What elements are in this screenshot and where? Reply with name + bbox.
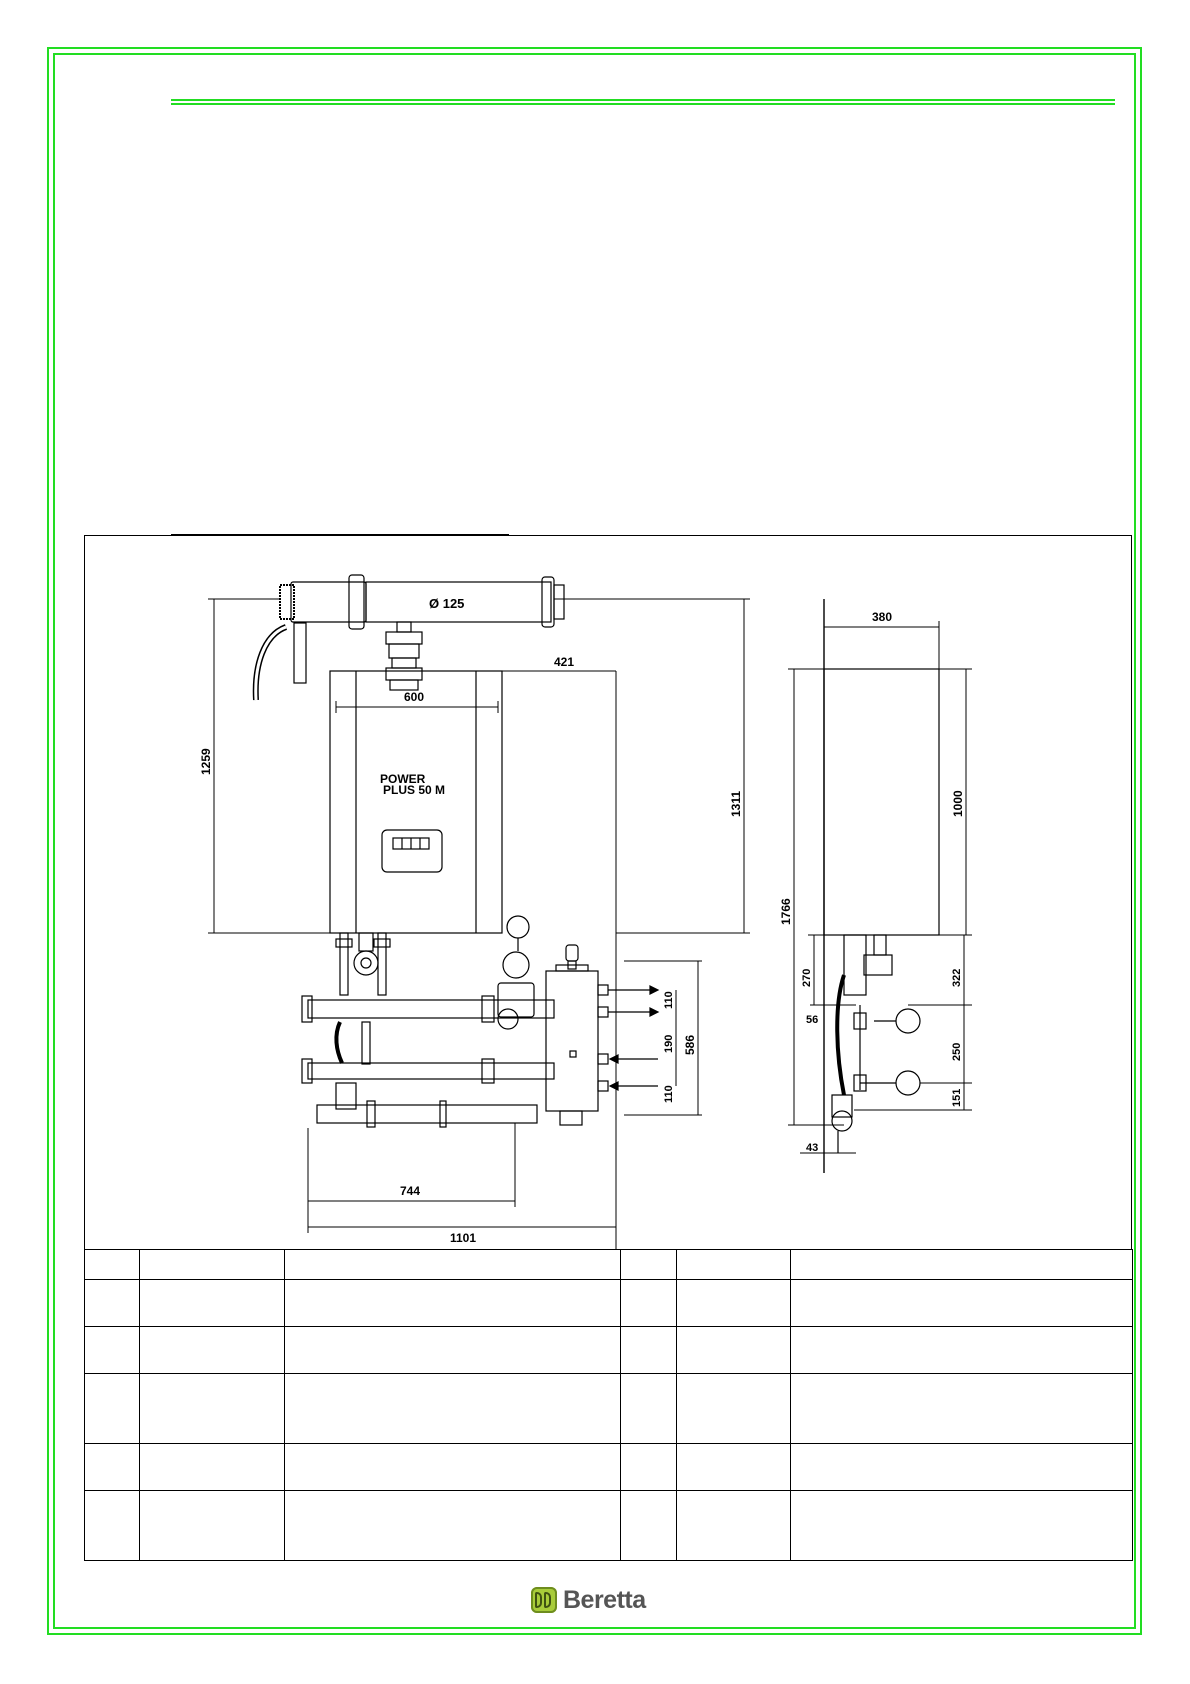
- dim-600: 600: [404, 690, 424, 704]
- dim-1766: 1766: [779, 898, 793, 925]
- header-rule: [171, 103, 1115, 105]
- dim-1101: 1101: [450, 1231, 476, 1245]
- dim-380: 380: [872, 610, 892, 624]
- table-cell: [676, 1373, 791, 1444]
- table-cell: [84, 1279, 140, 1327]
- beretta-logo: Beretta: [531, 1583, 661, 1617]
- table-cell: [620, 1490, 677, 1561]
- beretta-wordmark: Beretta: [563, 1585, 646, 1614]
- table-cell: [620, 1279, 677, 1327]
- dim-151: 151: [951, 1089, 963, 1107]
- dim-421: 421: [554, 655, 574, 669]
- product-label-line2: PLUS 50 M: [383, 783, 445, 797]
- flue-diameter-label: Ø 125: [429, 596, 464, 611]
- table-cell: [284, 1249, 621, 1280]
- table-row: [84, 1443, 1133, 1491]
- table-cell: [139, 1443, 285, 1491]
- dim-110-top: 110: [663, 991, 675, 1009]
- table-cell: [139, 1490, 285, 1561]
- table-cell: [620, 1443, 677, 1491]
- table-cell: [790, 1373, 1133, 1444]
- table-row: [84, 1373, 1133, 1444]
- table-cell: [676, 1279, 791, 1327]
- page-border-outer: [47, 47, 1142, 1635]
- dim-1000: 1000: [951, 790, 965, 817]
- page-border-inner: [53, 53, 1136, 1629]
- table-row: [84, 1279, 1133, 1327]
- table-cell: [284, 1279, 621, 1327]
- side-dimensions: [788, 621, 972, 1154]
- table-cell: [139, 1279, 285, 1327]
- drawing-frame: [84, 535, 1132, 1249]
- dim-56: 56: [806, 1014, 818, 1026]
- table-cell: [790, 1490, 1133, 1561]
- beretta-logo-icon: [531, 1587, 557, 1613]
- technical-drawing: Ø 125 POWER PLUS 50 M: [199, 574, 972, 1249]
- table-cell: [284, 1373, 621, 1444]
- dim-270: 270: [801, 969, 813, 987]
- table-row: [84, 1326, 1133, 1374]
- table-row: [84, 1490, 1133, 1561]
- front-dimension-labels: 1259 600 421 1311 586 110 190 110 744 11…: [199, 655, 743, 1245]
- table-cell: [284, 1326, 621, 1374]
- table-cell: [139, 1373, 285, 1444]
- table-cell: [139, 1326, 285, 1374]
- table-cell: [676, 1249, 791, 1280]
- dim-110-bottom: 110: [663, 1085, 675, 1103]
- table-cell: [676, 1490, 791, 1561]
- flue-adapter: [252, 621, 423, 701]
- dim-250: 250: [951, 1043, 963, 1061]
- dim-586: 586: [683, 1035, 697, 1055]
- flue-pipe: Ø 125: [279, 574, 565, 630]
- dim-190: 190: [663, 1035, 675, 1053]
- table-cell: [84, 1373, 140, 1444]
- table-cell: [84, 1249, 140, 1280]
- dim-43: 43: [806, 1142, 818, 1154]
- table-cell: [284, 1490, 621, 1561]
- table-cell: [284, 1443, 621, 1491]
- spec-table: [84, 1249, 1133, 1561]
- table-row: [84, 1249, 1133, 1280]
- hydraulic-kit: [301, 915, 609, 1128]
- table-cell: [84, 1326, 140, 1374]
- table-cell: [676, 1326, 791, 1374]
- table-cell: [790, 1279, 1133, 1327]
- table-cell: [790, 1326, 1133, 1374]
- product-label-line1: POWER: [380, 772, 426, 786]
- table-cell: [620, 1373, 677, 1444]
- table-cell: [790, 1443, 1133, 1491]
- dim-322: 322: [951, 969, 963, 987]
- dim-1259: 1259: [199, 748, 213, 775]
- dim-744: 744: [400, 1184, 420, 1198]
- table-cell: [84, 1490, 140, 1561]
- table-cell: [139, 1249, 285, 1280]
- table-cell: [84, 1443, 140, 1491]
- boiler-side: [823, 599, 940, 1173]
- side-dimension-labels: 380 1000 1766 270 56 322 250 151 43: [779, 610, 965, 1154]
- table-cell: [620, 1326, 677, 1374]
- table-cell: [790, 1249, 1133, 1280]
- boiler-front: POWER PLUS 50 M: [329, 670, 503, 934]
- table-cell: [676, 1443, 791, 1491]
- header-rule: [171, 99, 1115, 101]
- table-cell: [620, 1249, 677, 1280]
- front-dimensions: [208, 598, 750, 1249]
- dim-1311: 1311: [729, 791, 743, 817]
